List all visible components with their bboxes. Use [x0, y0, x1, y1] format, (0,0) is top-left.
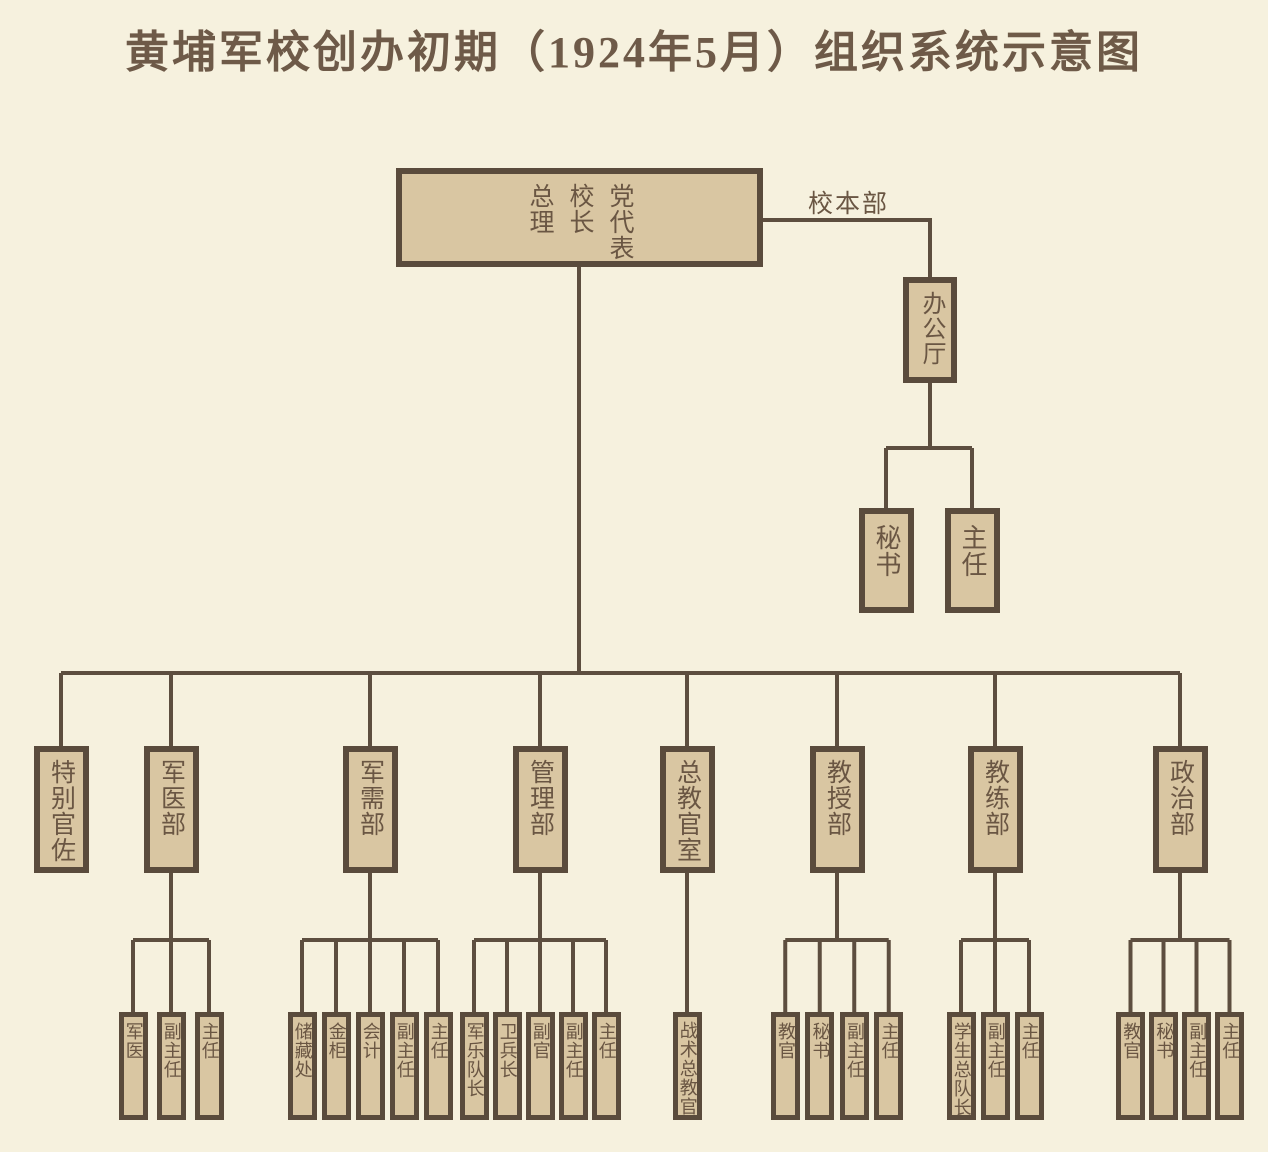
- dept-child-node-label: 秘书: [810, 1022, 831, 1060]
- dept-child-node: 副主任: [156, 1012, 186, 1120]
- dept-child-node: 副官: [525, 1012, 555, 1120]
- dept-child-node: 主任: [194, 1012, 224, 1120]
- dept-child-node: 军医: [118, 1012, 148, 1120]
- dept-node-7-label: 政治部: [1166, 759, 1194, 837]
- dept-child-node-label: 副主任: [1187, 1022, 1208, 1079]
- office-node: 办公厅: [903, 277, 957, 383]
- dept-child-node-label: 主任: [879, 1022, 900, 1060]
- dept-child-node-label: 主任: [1220, 1022, 1241, 1060]
- dept-child-node: 主任: [874, 1012, 904, 1120]
- dept-child-node-label: 副主任: [563, 1022, 584, 1079]
- dept-child-node-label: 副主任: [394, 1022, 415, 1079]
- dept-child-node-label: 军乐队长: [464, 1022, 485, 1098]
- dept-child-node: 学生总队长: [946, 1012, 976, 1120]
- dept-node-5-label: 教授部: [823, 759, 851, 837]
- dept-child-node: 会计: [355, 1012, 385, 1120]
- dept-child-node: 秘书: [805, 1012, 835, 1120]
- dept-child-node-label: 战术总教官: [677, 1021, 698, 1116]
- root-role-label-2: 党代表: [606, 183, 633, 261]
- dept-node-5: 教授部: [809, 746, 865, 873]
- dept-child-node-label: 主任: [199, 1022, 220, 1060]
- dept-child-node: 副主任: [1182, 1012, 1211, 1120]
- dept-child-node-label: 卫兵长: [497, 1022, 518, 1079]
- dept-child-node: 主任: [1014, 1012, 1044, 1120]
- dept-child-node-label: 副主任: [844, 1022, 865, 1079]
- headquarters-branch-label: 校本部: [808, 191, 890, 218]
- dept-node-0-label: 特别官佐: [47, 759, 75, 863]
- dept-child-node: 军乐队长: [459, 1012, 489, 1120]
- dept-node-6-label: 教练部: [981, 759, 1009, 837]
- dept-child-node: 教官: [1116, 1012, 1145, 1120]
- dept-node-4: 总教官室: [659, 746, 715, 873]
- dept-node-0: 特别官佐: [33, 746, 89, 873]
- dept-child-node: 副主任: [980, 1012, 1010, 1120]
- dept-node-1-label: 军医部: [157, 759, 185, 837]
- dept-node-7: 政治部: [1152, 746, 1208, 873]
- dept-child-node: 主任: [1215, 1012, 1244, 1120]
- dept-child-node: 卫兵长: [492, 1012, 522, 1120]
- office-node-label: 办公厅: [917, 291, 944, 366]
- dept-child-node-label: 学生总队长: [951, 1022, 972, 1117]
- dept-child-node-label: 教官: [1121, 1022, 1142, 1060]
- dept-child-node-label: 副官: [530, 1022, 551, 1060]
- root-role-label-0: 总理: [526, 183, 553, 235]
- dept-child-node: 秘书: [1149, 1012, 1178, 1120]
- dept-node-3-label: 管理部: [526, 759, 554, 837]
- diagram-title: 黄埔军校创办初期（1924年5月）组织系统示意图: [125, 28, 1143, 77]
- dept-node-4-label: 总教官室: [673, 759, 701, 863]
- dept-child-node-label: 副主任: [161, 1022, 182, 1079]
- dept-child-node-label: 军医: [123, 1022, 144, 1060]
- dept-node-2: 军需部: [342, 746, 398, 873]
- dept-child-node-label: 秘书: [1154, 1022, 1175, 1060]
- dept-child-node: 金柜: [321, 1012, 351, 1120]
- dept-node-3: 管理部: [512, 746, 568, 873]
- dept-child-node-label: 会计: [360, 1022, 381, 1060]
- root-node: 总理校长党代表: [396, 168, 763, 267]
- dept-child-node: 副主任: [389, 1012, 419, 1120]
- dept-node-6: 教练部: [967, 746, 1023, 873]
- root-role-label-1: 校长: [566, 183, 593, 235]
- dept-child-node: 副主任: [558, 1012, 588, 1120]
- dept-node-2-label: 军需部: [356, 759, 384, 837]
- dept-child-node-label: 主任: [596, 1022, 617, 1060]
- office-child-node-label: 秘书: [872, 524, 902, 578]
- office-child-node: 秘书: [858, 508, 914, 613]
- dept-child-node: 主任: [591, 1012, 621, 1120]
- connector-line: [763, 218, 932, 277]
- dept-node-1: 军医部: [143, 746, 199, 873]
- office-child-node: 主任: [944, 508, 1000, 613]
- dept-child-node-label: 教官: [775, 1022, 796, 1060]
- dept-child-node-label: 主任: [1019, 1022, 1040, 1060]
- dept-child-node-label: 金柜: [326, 1022, 347, 1060]
- dept-child-node: 储藏处: [287, 1012, 317, 1120]
- dept-child-node: 副主任: [839, 1012, 869, 1120]
- dept-child-node: 主任: [423, 1012, 453, 1120]
- dept-child-node-label: 副主任: [985, 1022, 1006, 1079]
- office-child-node-label: 主任: [958, 524, 988, 578]
- dept-child-node-label: 储藏处: [292, 1022, 313, 1079]
- dept-child-node: 战术总教官: [672, 1012, 702, 1120]
- dept-child-node: 教官: [770, 1012, 800, 1120]
- dept-child-node-label: 主任: [428, 1022, 449, 1060]
